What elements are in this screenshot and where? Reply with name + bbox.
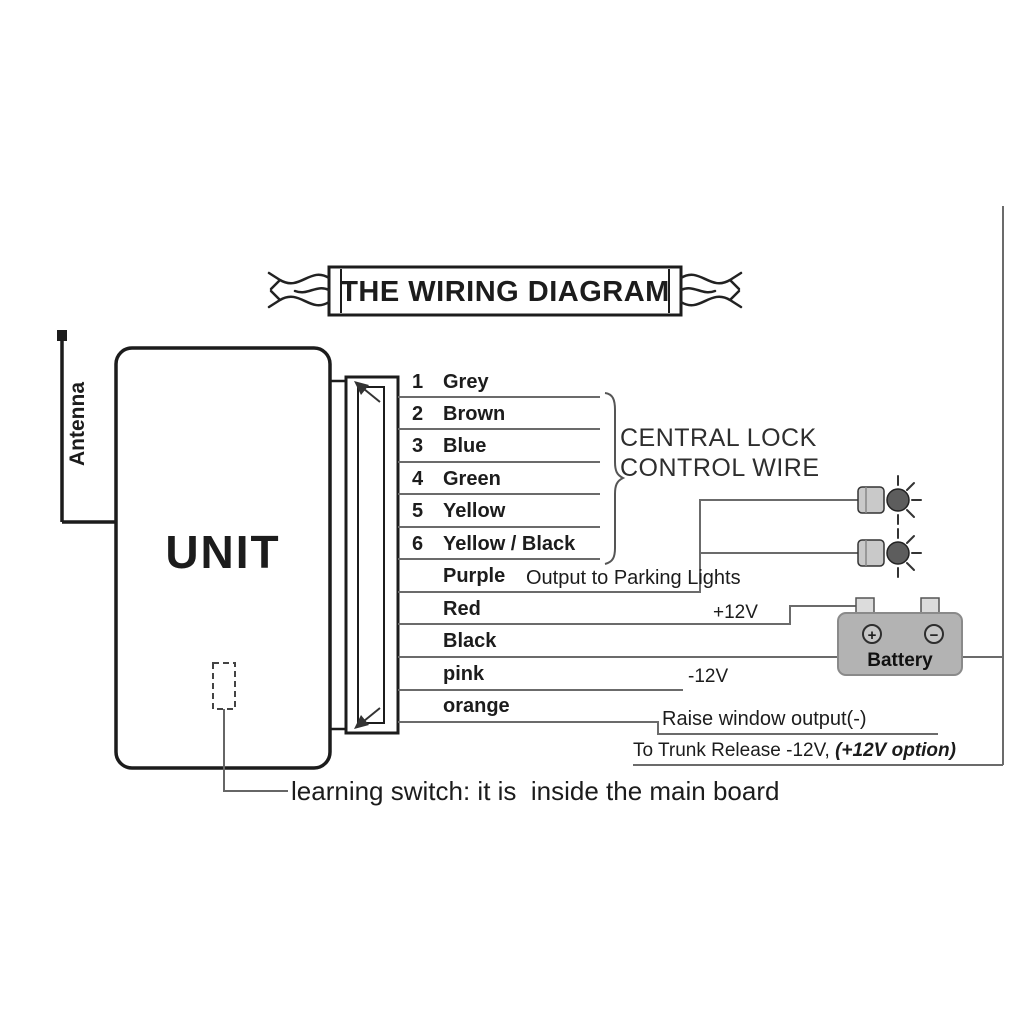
purple-wire-note: Output to Parking Lights: [526, 567, 741, 589]
connector-block: [330, 375, 400, 735]
orange-wire-line: [398, 721, 938, 735]
wire-number: 4: [412, 468, 424, 490]
antenna-label: Antenna: [66, 382, 89, 466]
parking-light-bulb-icon: [857, 528, 922, 578]
wire-row: 4 Green: [412, 468, 501, 491]
wire-number: 1: [412, 371, 424, 393]
trunk-release-note-option: (+12V option): [835, 740, 956, 761]
wire-color-label: Yellow: [443, 500, 506, 522]
trunk-release-note-regular: To Trunk Release -12V,: [633, 740, 836, 761]
wire-number: 3: [412, 435, 424, 457]
central-lock-brace: [604, 392, 626, 565]
page-title: THE WIRING DIAGRAM: [340, 276, 670, 308]
wire-row: 3 Blue: [412, 435, 486, 458]
pink-wire-note: -12V: [688, 666, 729, 687]
parking-light-bulb-icon: [857, 475, 922, 525]
learning-switch-note: learning switch: it is inside the main b…: [291, 776, 780, 806]
purple-wire-label: Purple: [443, 565, 506, 587]
red-wire-label: Red: [443, 598, 481, 620]
wire-number: 6: [412, 533, 424, 555]
wire-number: 5: [412, 500, 424, 522]
battery-plus-terminal: [862, 624, 882, 644]
central-lock-group-label: CENTRAL LOCK CONTROL WIRE: [620, 423, 820, 483]
red-wire-line: [398, 605, 858, 625]
plus-icon: +: [868, 627, 877, 644]
unit-label: UNIT: [165, 526, 281, 578]
connector-arrow-up-icon: [354, 381, 381, 403]
wire-color-label: Grey: [443, 371, 489, 393]
battery-label: Battery: [867, 650, 933, 671]
purple-wire-line: [398, 499, 860, 593]
wire-row: 6 Yellow / Black: [412, 533, 575, 556]
antenna-line: [57, 330, 116, 524]
battery-minus-terminal: [924, 624, 944, 644]
orange-wire-label: orange: [443, 695, 510, 717]
wire-color-label: Yellow / Black: [443, 533, 576, 555]
connector-arrow-down-icon: [354, 707, 381, 729]
wire-number: 2: [412, 403, 424, 425]
central-lock-label-line2: CONTROL WIRE: [620, 454, 820, 482]
wire-color-label: Blue: [443, 435, 487, 457]
red-wire-note: +12V: [713, 602, 758, 623]
title-banner: [267, 265, 743, 317]
minus-icon: −: [930, 627, 939, 644]
wire-color-label: Green: [443, 468, 501, 490]
wire-row: 5 Yellow: [412, 500, 505, 523]
black-wire-label: Black: [443, 630, 497, 652]
wire-color-label: Brown: [443, 403, 506, 425]
wire-row: 1 Grey: [412, 371, 489, 394]
wire-row: 2 Brown: [412, 403, 505, 426]
banner-left-twist-icon: [267, 271, 331, 309]
central-lock-label-line1: CENTRAL LOCK: [620, 424, 817, 452]
pink-wire-label: pink: [443, 663, 485, 685]
trunk-release-note: To Trunk Release -12V, (+12V option): [633, 740, 956, 762]
battery: + −: [837, 597, 963, 676]
learning-switch-box: [212, 662, 288, 792]
raise-window-note: Raise window output(-): [662, 708, 867, 730]
banner-right-twist-icon: [679, 271, 743, 309]
